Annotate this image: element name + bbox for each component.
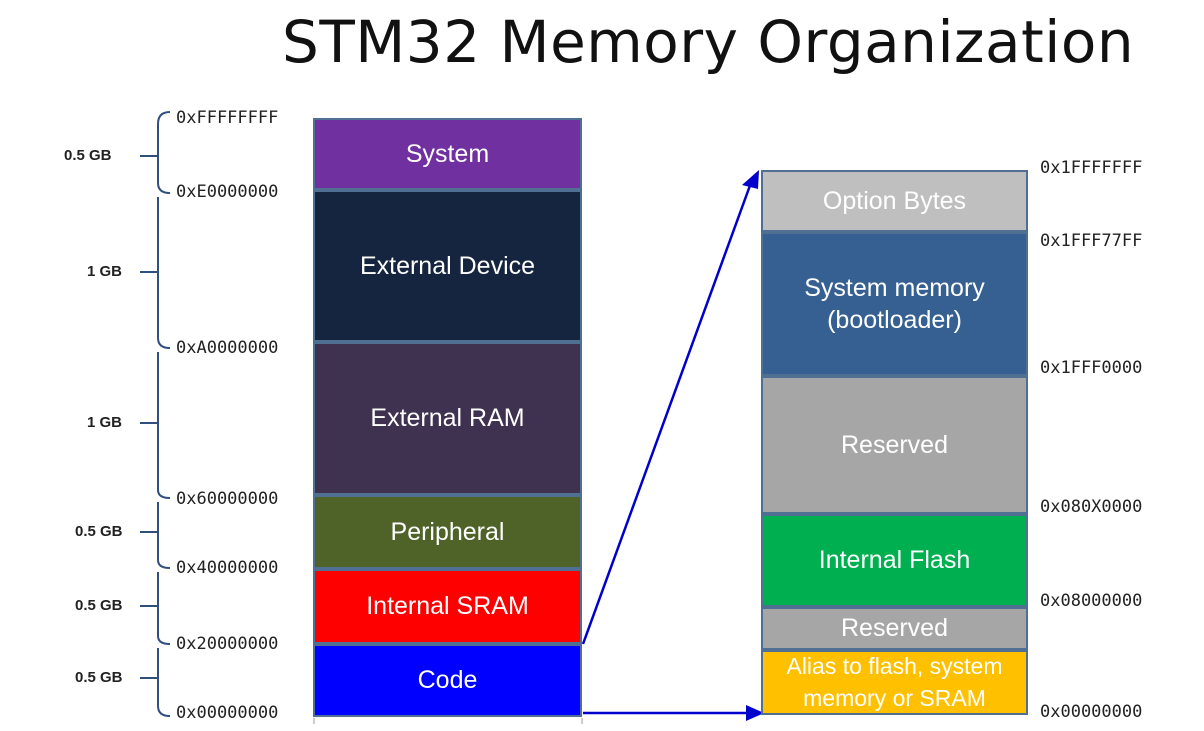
block-system: System	[313, 118, 582, 190]
size-brace	[157, 197, 171, 349]
block-external-ram: External RAM	[313, 342, 582, 495]
left-address: 0x60000000	[176, 489, 279, 509]
right-address: 0x1FFF0000	[1040, 358, 1143, 378]
block-reserved-upper: Reserved	[761, 376, 1028, 514]
block-internal-sram: Internal SRAM	[313, 569, 582, 644]
size-label: 1 GB	[87, 414, 123, 431]
size-brace	[157, 352, 171, 499]
block-alias: Alias to flash, system memory or SRAM	[761, 650, 1028, 715]
size-label: 1 GB	[87, 263, 123, 280]
size-brace	[157, 572, 171, 645]
left-address: 0x00000000	[176, 703, 279, 723]
size-label: 0.5 GB	[75, 669, 123, 686]
upper-zoom-arrow	[581, 179, 754, 645]
size-braces	[140, 111, 171, 717]
left-address: 0xFFFFFFFF	[176, 108, 279, 128]
right-address: 0x080X0000	[1040, 497, 1143, 517]
size-brace	[157, 648, 171, 717]
size-label: 0.5 GB	[64, 147, 112, 164]
left-address: 0xE0000000	[176, 182, 279, 202]
size-brace	[157, 502, 171, 569]
left-address: 0xA0000000	[176, 338, 279, 358]
block-system-memory: System memory (bootloader)	[761, 232, 1028, 376]
block-option-bytes: Option Bytes	[761, 170, 1028, 232]
block-reserved-lower: Reserved	[761, 607, 1028, 650]
block-peripheral: Peripheral	[313, 495, 582, 569]
right-address: 0x1FFFFFFF	[1040, 158, 1143, 178]
right-address: 0x1FFF77FF	[1040, 231, 1143, 251]
right-address: 0x08000000	[1040, 591, 1143, 611]
left-address: 0x40000000	[176, 558, 279, 578]
block-external-device: External Device	[313, 190, 582, 342]
page-title: STM32 Memory Organization	[282, 8, 1135, 76]
left-address: 0x20000000	[176, 634, 279, 654]
block-internal-flash: Internal Flash	[761, 514, 1028, 607]
size-label: 0.5 GB	[75, 523, 123, 540]
right-address: 0x00000000	[1040, 702, 1143, 722]
block-code: Code	[313, 644, 582, 717]
upper-arrowhead	[742, 170, 759, 189]
size-brace	[157, 111, 171, 194]
size-label: 0.5 GB	[75, 597, 123, 614]
lower-arrowhead	[746, 705, 764, 721]
zoom-arrows	[581, 179, 754, 715]
